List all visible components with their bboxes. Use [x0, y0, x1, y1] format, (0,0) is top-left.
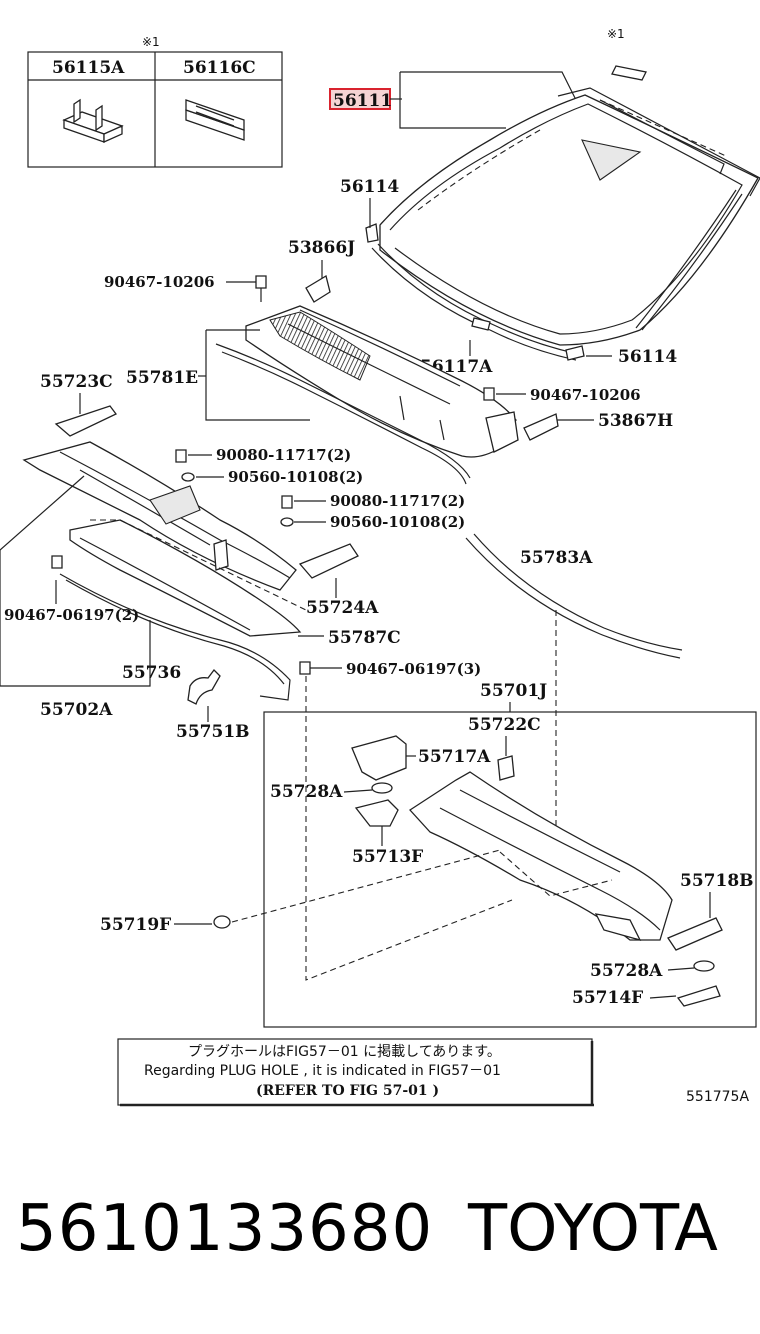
note-reference-line: (REFER TO FIG 57-01 ): [256, 1083, 439, 1099]
label-90080-11717-a[interactable]: 90080-11717(2): [216, 446, 351, 464]
parts-diagram: ※1 56115A 56116C ※1 56111: [0, 27, 760, 1107]
panel-55781E: [205, 329, 471, 485]
label-55751B[interactable]: 55751B: [176, 722, 250, 742]
label-90467-10206-left[interactable]: 90467-10206: [104, 273, 215, 291]
windshield-glass: ※1 56111: [329, 27, 760, 361]
brand-name: TOYOTA: [468, 1192, 718, 1266]
label-55724A[interactable]: 55724A: [306, 598, 379, 618]
label-53867H[interactable]: 53867H: [598, 411, 673, 431]
label-90560-10108-b[interactable]: 90560-10108(2): [330, 513, 465, 531]
label-55713F[interactable]: 55713F: [352, 847, 423, 867]
subassembly-box-55701J: 55701J 55722C 55717A 55728A 55713F 55718…: [100, 610, 757, 1028]
label-55722C[interactable]: 55722C: [468, 715, 541, 735]
label-55787C[interactable]: 55787C: [328, 628, 401, 648]
label-90467-06197-right[interactable]: 90467-06197(3): [346, 660, 481, 678]
label-55701J[interactable]: 55701J: [480, 681, 547, 701]
label-55719F[interactable]: 55719F: [100, 915, 171, 935]
clip-table: ※1 56115A 56116C: [27, 35, 283, 168]
note-box: プラグホールはFIG57－01 に掲載してあります。 Regarding PLU…: [117, 1038, 594, 1107]
note-english-line: Regarding PLUG HOLE , it is indicated in…: [144, 1063, 501, 1079]
clip-56116C-illustration: [185, 99, 245, 141]
label-55718B[interactable]: 55718B: [680, 871, 754, 891]
asterisk-mark-left: ※1: [142, 35, 160, 49]
note-japanese-line: プラグホールはFIG57－01 に掲載してあります。: [188, 1044, 501, 1060]
cowl-louver: [245, 305, 519, 458]
label-55714F[interactable]: 55714F: [572, 988, 643, 1008]
label-90467-06197-left[interactable]: 90467-06197(2): [4, 606, 139, 624]
panel-55787C: [69, 519, 302, 637]
label-53866J[interactable]: 53866J: [288, 238, 355, 258]
label-55728A-bottom[interactable]: 55728A: [590, 961, 663, 981]
label-55717A[interactable]: 55717A: [418, 747, 491, 767]
label-55736[interactable]: 55736: [122, 663, 181, 683]
label-90080-11717-b[interactable]: 90080-11717(2): [330, 492, 465, 510]
label-55728A-top[interactable]: 55728A: [270, 782, 343, 802]
cowl-top-panel: [22, 441, 297, 591]
part-number: 5610133680: [16, 1192, 434, 1266]
clip-56115A-illustration: [62, 98, 124, 144]
label-56115A[interactable]: 56115A: [52, 58, 125, 78]
label-55702A[interactable]: 55702A: [40, 700, 113, 720]
label-56114-top[interactable]: 56114: [340, 177, 399, 197]
label-55781E[interactable]: 55781E: [126, 368, 198, 388]
label-56111[interactable]: 56111: [333, 91, 392, 111]
asterisk-mark-right: ※1: [607, 27, 625, 41]
label-55723C[interactable]: 55723C: [40, 372, 113, 392]
label-56116C[interactable]: 56116C: [183, 58, 256, 78]
label-56114-right[interactable]: 56114: [618, 347, 677, 367]
label-55783A[interactable]: 55783A: [520, 548, 593, 568]
diagram-code: 551775A: [686, 1089, 749, 1105]
label-90467-10206-right[interactable]: 90467-10206: [530, 386, 641, 404]
label-90560-10108-a[interactable]: 90560-10108(2): [228, 468, 363, 486]
